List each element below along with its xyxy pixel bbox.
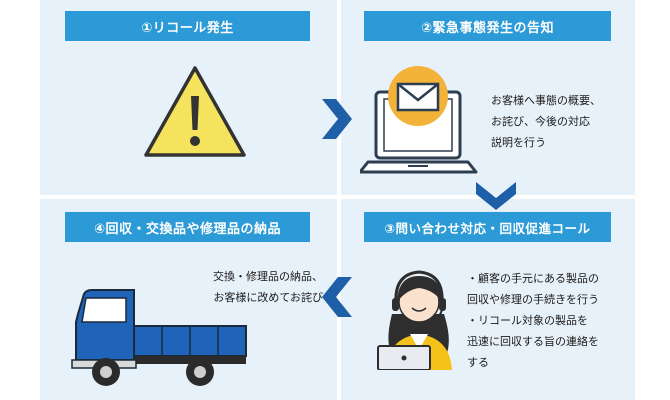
- step1-title: ①リコール発生: [65, 11, 310, 41]
- step2-title: ②緊急事態発生の告知: [364, 11, 611, 41]
- operator-icon: [377, 270, 452, 370]
- laptop-envelope-icon: [360, 66, 478, 174]
- step4-description: 交換・修理品の納品、 お客様に改めてお詫び: [213, 270, 323, 304]
- step3-title: ③問い合わせ対応・回収促進コール: [364, 212, 611, 242]
- chevron-right-icon: [322, 99, 352, 139]
- chevron-down-icon: [476, 182, 516, 210]
- warning-icon: [144, 66, 246, 157]
- truck-icon: [71, 289, 247, 386]
- step4-title: ④回収・交換品や修理品の納品: [65, 212, 310, 242]
- chevron-left-icon: [322, 277, 352, 317]
- step3-description: ・顧客の手元にある製品の 回収や修理の手続きを行う ・リコール対象の製品を 迅速…: [467, 272, 599, 369]
- step2-description: お客様へ事態の概要、 お詫び、今後の対応 説明を行う: [491, 94, 601, 149]
